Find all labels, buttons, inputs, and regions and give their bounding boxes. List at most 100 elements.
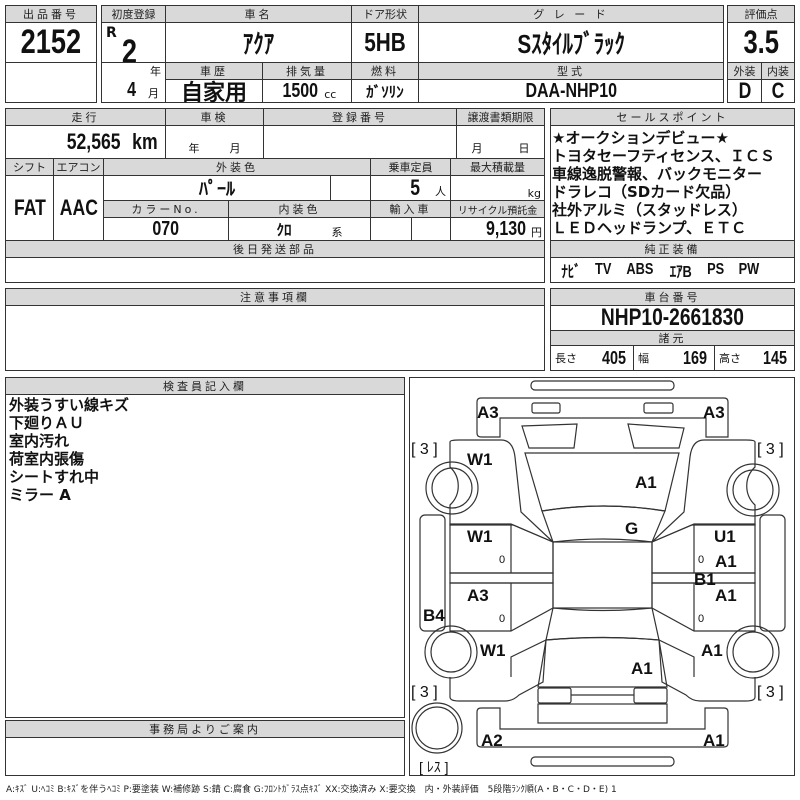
sales-point: 社外アルミ（スタッドレス） <box>552 201 747 219</box>
capacity-value: 5 <box>409 175 420 200</box>
tire-tread-rear-left: [ 3 ] <box>411 684 438 701</box>
first-reg-label: 初度登録 <box>101 5 166 23</box>
recycle-value: 9,130 <box>485 217 526 240</box>
color-no-value: 070 <box>152 217 180 240</box>
office-label: 事務局よりご案内 <box>5 720 405 738</box>
grade-value: Sｽﾀｲﾙﾌﾞﾗｯｸ <box>517 29 625 59</box>
later-parts-label: 後日発送部品 <box>5 240 545 258</box>
equipment-item: ｴｱB <box>670 264 693 281</box>
max-load: kg <box>450 175 545 201</box>
door-label: ドア形状 <box>351 5 419 23</box>
exterior-grade: D <box>727 78 762 103</box>
ext-color-extra <box>330 175 371 201</box>
inspection-label: 車検 <box>165 108 264 126</box>
length-value: 405 <box>601 347 626 368</box>
mark: A2 <box>481 731 503 750</box>
registration-value <box>263 125 457 159</box>
inspector-line: ミラー A <box>9 486 71 504</box>
lot-blank <box>5 62 97 103</box>
reg-month: 4 <box>127 79 137 101</box>
inspector-line: 外装うすい線キズ <box>9 396 130 414</box>
displacement-label: 排気量 <box>262 62 352 80</box>
chassis-value: NHP10-2661830 <box>600 304 745 331</box>
sales-point: ★オークションデビュー★ <box>552 129 729 147</box>
ac: AAC <box>53 175 104 241</box>
transfer-value: 月日 <box>456 125 545 159</box>
inspector-label: 検査員記入欄 <box>5 377 405 395</box>
mileage-unit: km <box>132 129 158 154</box>
tire-rear-right <box>732 631 774 673</box>
history-value: 自家用 <box>165 79 263 106</box>
equipment-label: 純正装備 <box>550 240 795 258</box>
sales-point: ドラレコ（SDカード欠品） <box>552 183 741 201</box>
height-value: 145 <box>762 347 787 368</box>
shift-label: シフト <box>5 158 54 176</box>
interior-label: 内装 <box>761 62 795 80</box>
color-no: 070 <box>103 217 229 241</box>
displacement-unit: cc <box>324 87 337 101</box>
ext-color-value: ﾊﾟｰﾙ <box>103 175 331 201</box>
tire-tread-front-right: [ 3 ] <box>757 441 784 458</box>
score-label: 評価点 <box>727 5 795 23</box>
car-name-value: ｱｸｱ <box>242 29 275 59</box>
rear-bumper <box>476 707 729 748</box>
tire-front-left <box>431 467 473 509</box>
interior-grade-value: C <box>771 78 785 103</box>
rear-window <box>545 607 660 641</box>
import-label: 輸入車 <box>370 200 451 218</box>
equipment-item: PW <box>738 261 760 278</box>
windshield <box>541 505 666 543</box>
grade-label: グ レ ー ド <box>418 5 724 23</box>
mark: G <box>625 519 638 538</box>
lot-number-value: 2152 <box>20 23 82 61</box>
mark: A1 <box>631 659 653 678</box>
spare-tire-status: [ ﾚｽ ] <box>419 759 449 775</box>
later-parts-content <box>5 257 545 283</box>
max-load-unit: kg <box>527 187 541 200</box>
inspector-line: 室内汚れ <box>9 432 70 450</box>
mileage-label: 走行 <box>5 108 166 126</box>
equipment-item: ﾅﾋﾞ <box>561 264 581 281</box>
int-color-value: ｸﾛ <box>276 220 292 239</box>
mark: U1 <box>714 527 736 546</box>
import-a <box>370 217 412 241</box>
rear-bar <box>530 756 675 767</box>
max-load-label: 最大積載量 <box>450 158 545 176</box>
first-reg-cell: R 2 年 4 月 <box>101 22 166 103</box>
mark: A1 <box>715 586 737 605</box>
rear-panel <box>537 703 668 724</box>
displacement-value: 1500 <box>282 79 318 102</box>
mark: W1 <box>467 450 493 469</box>
mark: A3 <box>477 403 499 422</box>
equipment-item: PS <box>706 261 725 278</box>
right-rocker <box>651 572 756 584</box>
front-bumper <box>476 397 729 438</box>
mark: W1 <box>480 641 506 660</box>
car-name: ｱｸｱ <box>165 22 352 63</box>
recycle-unit: 円 <box>531 226 542 239</box>
displacement: 1500 cc <box>262 79 352 103</box>
era: R <box>106 25 117 41</box>
height-label: 高さ <box>719 352 741 365</box>
left-front-glass <box>521 423 578 449</box>
door-handle-mark: 0 <box>698 613 704 625</box>
spec-height: 高さ 145 <box>714 345 795 371</box>
registration-label: 登録番号 <box>263 108 457 126</box>
equipment-item: TV <box>595 261 612 278</box>
month-unit: 月 <box>148 87 159 100</box>
capacity-unit: 人 <box>435 185 446 198</box>
inspector-notes: 外装うすい線キズ 下廻りＡＵ 室内汚れ 荷室内張傷 シートすれ中 ミラー A <box>5 394 405 718</box>
right-skirt <box>759 514 786 632</box>
door-value: 5HB <box>364 27 406 57</box>
chassis: NHP10-2661830 <box>550 304 795 331</box>
mileage-value: 52,565 <box>66 129 121 154</box>
right-front-fender <box>651 439 756 543</box>
fuel-label: 燃料 <box>351 62 419 80</box>
exterior-label: 外装 <box>727 62 762 80</box>
right-rear-fender <box>658 639 756 702</box>
mark: A1 <box>635 473 657 492</box>
transfer-day-unit: 日 <box>518 142 530 155</box>
door-handle-mark: 0 <box>698 554 704 566</box>
